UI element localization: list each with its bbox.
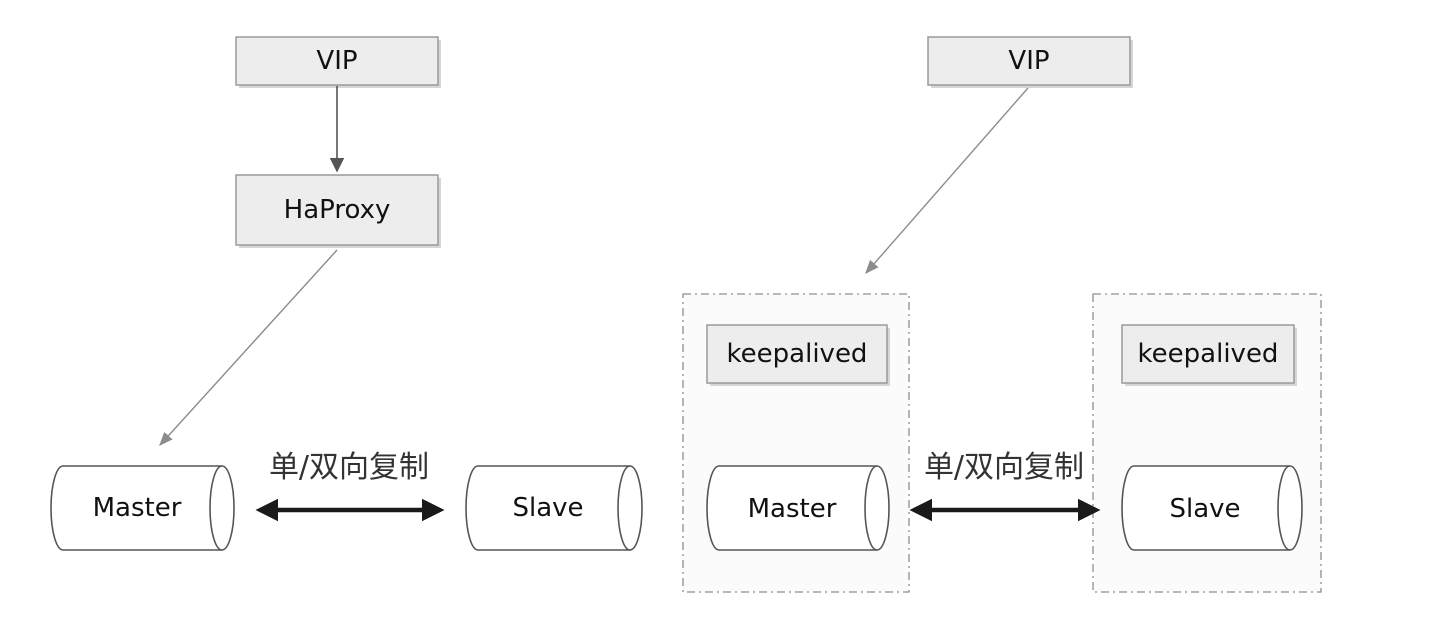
left-master-label: Master: [93, 493, 182, 523]
right-keepalived-master-box: keepalived: [706, 324, 890, 386]
right-master-db: Master: [706, 465, 890, 551]
left-haproxy-to-master-arrow: [159, 249, 338, 447]
left-replication-label: 单/双向复制: [269, 450, 429, 485]
left-haproxy-label: HaProxy: [284, 195, 391, 225]
right-vip-to-master-group-arrow: [865, 87, 1029, 275]
left-master-db: Master: [50, 465, 235, 551]
right-slave-db: Slave: [1121, 465, 1303, 551]
left-vip-box: VIP: [235, 36, 441, 88]
right-slave-label: Slave: [1169, 494, 1240, 524]
left-vip-label: VIP: [316, 46, 357, 76]
right-vip-box: VIP: [927, 36, 1133, 88]
right-keepalived-slave-box: keepalived: [1121, 324, 1297, 386]
right-master-label: Master: [748, 494, 837, 524]
right-keepalived-master-label: keepalived: [727, 339, 868, 369]
left-slave-db: Slave: [465, 465, 643, 551]
right-vip-label: VIP: [1008, 46, 1049, 76]
right-replication-label: 单/双向复制: [924, 450, 1084, 485]
left-slave-label: Slave: [512, 493, 583, 523]
left-haproxy-box: HaProxy: [235, 174, 441, 248]
right-keepalived-slave-label: keepalived: [1138, 339, 1279, 369]
